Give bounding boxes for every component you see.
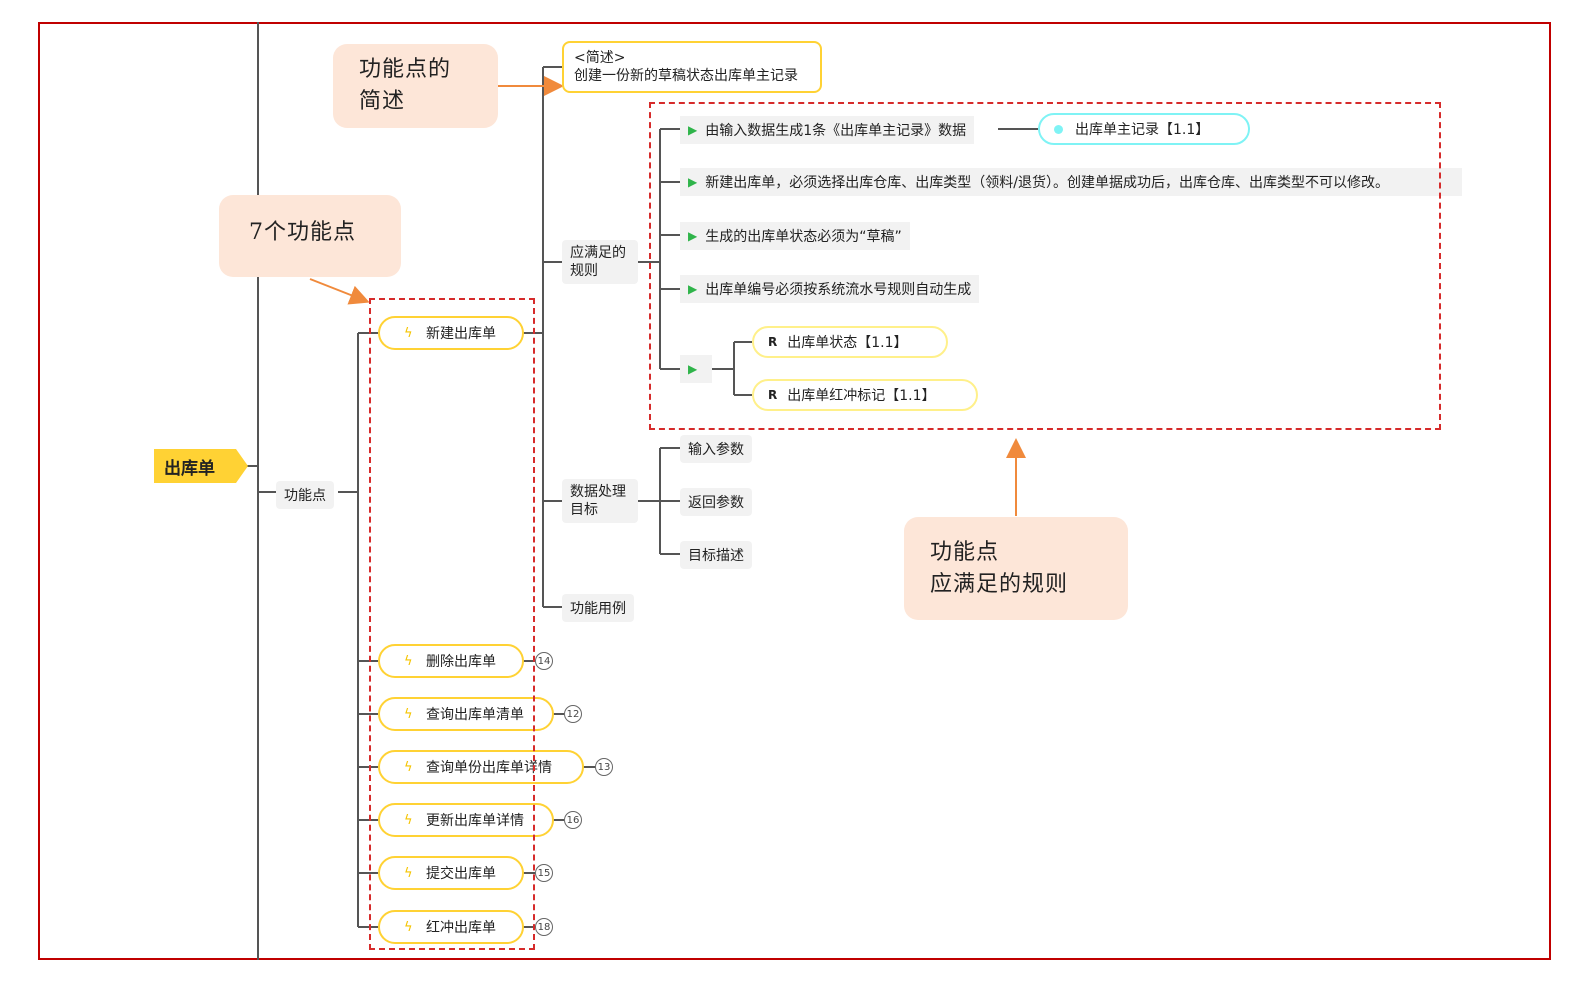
record-link-label: 出库单主记录【1.1】: [1075, 122, 1210, 138]
collapse-count-badge[interactable]: 18: [535, 918, 553, 936]
use-case-branch-node[interactable]: 功能用例: [562, 594, 634, 622]
lightning-icon: ϟ: [404, 326, 413, 341]
function-label: 查询出库单清单: [426, 707, 524, 723]
callout-rules: 功能点 应满足的规则: [904, 517, 1128, 620]
badge-text: 15: [537, 867, 551, 879]
rules-branch-node[interactable]: 应满足的 规则: [562, 240, 638, 284]
function-label: 查询单份出库单详情: [426, 760, 552, 776]
function-label: 新建出库单: [426, 326, 496, 342]
rule-item[interactable]: ▶ 新建出库单，必须选择出库仓库、出库类型（领料/退货）。创建单据成功后，出库仓…: [680, 168, 1462, 196]
lightning-icon: ϟ: [404, 813, 413, 828]
functions-highlight-box: [369, 298, 535, 950]
rules-highlight-box: [649, 102, 1441, 430]
summary-node[interactable]: <简述> 创建一份新的草稿状态出库单主记录: [562, 41, 822, 93]
rule-text: 新建出库单，必须选择出库仓库、出库类型（领料/退货）。创建单据成功后，出库仓库、…: [705, 175, 1389, 191]
collapse-count-badge[interactable]: 13: [595, 758, 613, 776]
data-target-input-params[interactable]: 输入参数: [680, 435, 752, 463]
root-node[interactable]: 出库单: [154, 449, 248, 483]
function-label: 红冲出库单: [426, 920, 496, 936]
function-node-submit[interactable]: ϟ 提交出库单: [378, 856, 524, 890]
rule-text: 出库单编号必须按系统流水号规则自动生成: [705, 282, 972, 298]
lightning-icon: ϟ: [404, 760, 413, 775]
summary-text: 创建一份新的草稿状态出库单主记录: [574, 68, 798, 84]
play-icon: ▶: [688, 175, 698, 189]
r-item-reverse-flag[interactable]: R 出库单红冲标记【1.1】: [752, 379, 978, 411]
function-node-create[interactable]: ϟ 新建出库单: [378, 316, 524, 350]
r-mark-icon: R: [768, 388, 778, 402]
lightning-icon: ϟ: [404, 707, 413, 722]
collapse-count-badge[interactable]: 14: [535, 652, 553, 670]
badge-text: 16: [566, 814, 580, 826]
badge-text: 18: [537, 921, 551, 933]
level1-node[interactable]: 功能点: [276, 481, 334, 509]
data-target-return-params[interactable]: 返回参数: [680, 488, 752, 516]
r-mark-icon: R: [768, 335, 778, 349]
data-target-branch-node[interactable]: 数据处理 目标: [562, 479, 638, 523]
lightning-icon: ϟ: [404, 654, 413, 669]
record-link-node[interactable]: 出库单主记录【1.1】: [1038, 113, 1250, 145]
function-node-update[interactable]: ϟ 更新出库单详情: [378, 803, 554, 837]
rule-item-group[interactable]: ▶: [680, 355, 712, 383]
rule-item[interactable]: ▶ 由输入数据生成1条《出库单主记录》数据: [680, 116, 975, 144]
function-node-query-detail[interactable]: ϟ 查询单份出库单详情: [378, 750, 584, 784]
root-label: 出库单: [164, 458, 215, 479]
callout-seven-functions: 7个功能点: [219, 195, 401, 277]
lightning-icon: ϟ: [404, 920, 413, 935]
collapse-count-badge[interactable]: 16: [564, 811, 582, 829]
level1-label: 功能点: [284, 488, 326, 504]
play-icon: ▶: [688, 123, 698, 137]
diagram-frame: [38, 22, 1551, 960]
lightning-icon: ϟ: [404, 866, 413, 881]
function-node-query-list[interactable]: ϟ 查询出库单清单: [378, 697, 554, 731]
play-icon: ▶: [688, 282, 698, 296]
r-item-status[interactable]: R 出库单状态【1.1】: [752, 326, 948, 358]
rule-item[interactable]: ▶ 出库单编号必须按系统流水号规则自动生成: [680, 275, 980, 303]
badge-text: 14: [537, 655, 551, 667]
function-node-reverse[interactable]: ϟ 红冲出库单: [378, 910, 524, 944]
function-label: 更新出库单详情: [426, 813, 524, 829]
callout-summary: 功能点的 简述: [333, 44, 498, 128]
r-item-label: 出库单红冲标记【1.1】: [787, 388, 936, 404]
play-icon: ▶: [688, 362, 698, 376]
function-label: 删除出库单: [426, 654, 496, 670]
collapse-count-badge[interactable]: 12: [564, 705, 582, 723]
badge-text: 12: [566, 708, 580, 720]
rule-text: 由输入数据生成1条《出库单主记录》数据: [705, 123, 967, 139]
summary-tag: <简述>: [574, 50, 626, 66]
r-item-label: 出库单状态【1.1】: [787, 335, 908, 351]
play-icon: ▶: [688, 229, 698, 243]
collapse-count-badge[interactable]: 15: [535, 864, 553, 882]
function-label: 提交出库单: [426, 866, 496, 882]
badge-text: 13: [597, 761, 611, 773]
function-node-delete[interactable]: ϟ 删除出库单: [378, 644, 524, 678]
data-target-description[interactable]: 目标描述: [680, 541, 752, 569]
dot-icon: [1054, 124, 1063, 134]
rule-text: 生成的出库单状态必须为“草稿”: [705, 229, 902, 245]
rule-item[interactable]: ▶ 生成的出库单状态必须为“草稿”: [680, 222, 910, 250]
